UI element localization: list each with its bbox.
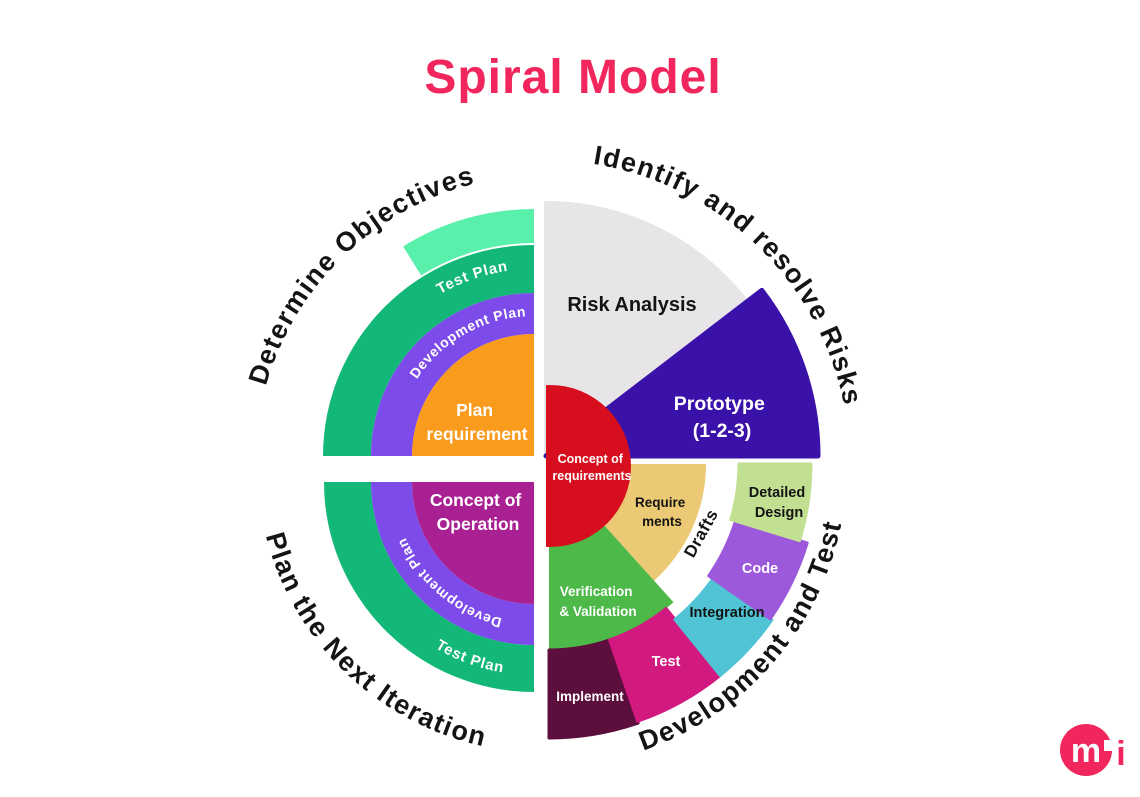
ring-test-plan-bl bbox=[324, 482, 534, 692]
sector-plan-requirement bbox=[412, 334, 534, 456]
logo-gap bbox=[1104, 740, 1118, 751]
logo-circle-icon bbox=[1060, 724, 1112, 776]
quadrant-plan-next-iteration bbox=[324, 482, 534, 692]
sector-detailed-design bbox=[729, 462, 813, 543]
arc-spiral-tail-mint bbox=[403, 209, 534, 276]
page-title: Spiral Model bbox=[424, 51, 721, 104]
sector-risk-analysis bbox=[544, 201, 749, 458]
logo-letter-i: i bbox=[1116, 735, 1125, 773]
label-test: Test bbox=[652, 654, 681, 670]
label-requirements: Require ments bbox=[635, 495, 689, 529]
label-implement: Implement bbox=[556, 689, 624, 704]
logo-letter-m: m bbox=[1071, 732, 1101, 770]
label-code: Code bbox=[742, 561, 778, 577]
sector-integration bbox=[673, 577, 774, 677]
label-concept-of-operation: Concept of Operation bbox=[430, 490, 526, 534]
brand-logo: m i bbox=[1060, 724, 1126, 776]
center-concept-of-requirements bbox=[546, 385, 631, 547]
label-risk-analysis: Risk Analysis bbox=[567, 294, 696, 316]
ring-development-plan-tl bbox=[371, 293, 534, 456]
ring-development-plan-bl bbox=[371, 482, 534, 645]
label-verification-validation: Verification & Validation bbox=[559, 584, 636, 619]
label-concept-of-requirements: Concept of requirements bbox=[552, 452, 631, 483]
sector-code bbox=[707, 519, 809, 621]
quadrant-identify-risks bbox=[543, 201, 821, 459]
label-detailed-design: Detailed Design bbox=[749, 485, 809, 521]
label-prototype: Prototype (1-2-3) bbox=[674, 393, 770, 442]
sector-concept-of-operation bbox=[412, 482, 534, 604]
sector-prototype bbox=[543, 287, 821, 459]
label-plan-requirement: Plan requirement bbox=[426, 400, 527, 444]
label-integration: Integration bbox=[690, 605, 765, 621]
sector-test bbox=[608, 607, 722, 723]
sector-implement bbox=[547, 638, 640, 740]
quadrant-determine-objectives bbox=[323, 209, 534, 456]
ring-test-plan-tl bbox=[323, 245, 534, 456]
